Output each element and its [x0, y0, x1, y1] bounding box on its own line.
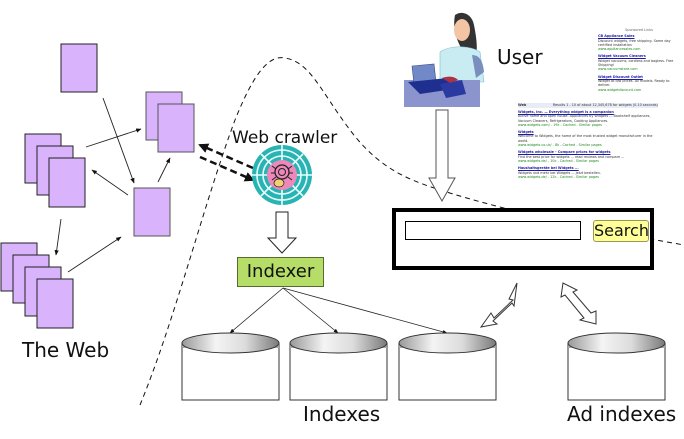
- crawl-arrow: [198, 143, 254, 170]
- link-arrow: [54, 218, 62, 256]
- search-result: Widgets, Inc. — Everything widget is a c…: [518, 110, 658, 127]
- results-header: Web Results 1 - 10 of about 12,345,678 f…: [518, 103, 658, 108]
- sponsored-ad: Widget Vacuum Cleaners Widget vacuums, c…: [598, 54, 680, 71]
- result-title[interactable]: Haushaltsgeräte bei Widgets ...: [518, 166, 579, 171]
- ad-title[interactable]: CB Appliance Sales: [598, 34, 635, 39]
- result-snippet: Active home and open house. Appliances b…: [518, 114, 651, 123]
- crawl-arrows: [198, 143, 255, 182]
- search-result: Widgets Welcome to Widgets, the home of …: [518, 130, 658, 147]
- search-button[interactable]: Search: [593, 220, 649, 242]
- result-url: www.widgets.co.uk/ - 8k - Cached - Simil…: [518, 143, 602, 148]
- user-label: User: [497, 45, 543, 69]
- search-to-ad-indexes-arrow: [560, 282, 597, 325]
- indexer-to-index-arrows: [229, 287, 448, 334]
- link-arrow: [157, 157, 171, 183]
- result-title[interactable]: Widgets wholesale - Compare prices for w…: [518, 150, 611, 155]
- ad-snippet: Widget at low prices. All models. Ready …: [598, 78, 670, 88]
- search-input[interactable]: [405, 221, 581, 240]
- results-header-right: Results 1 - 10 of about 12,345,678 for w…: [552, 103, 658, 107]
- user-at-laptop-illustration: [404, 12, 485, 107]
- sponsored-links-thumbnail: Sponsored Links CB Appliance Sales Disco…: [598, 28, 680, 100]
- web-page: [60, 43, 98, 93]
- crawl-arrow: [199, 155, 255, 182]
- ad-title[interactable]: Widget Vacuum Cleaners: [598, 54, 646, 59]
- index-cylinder: [398, 332, 497, 401]
- web-page: [36, 278, 74, 329]
- web-pages: [0, 43, 195, 329]
- result-snippet: Welcome to Widgets, the home of the most…: [518, 134, 653, 143]
- result-title[interactable]: Widgets, Inc. — Everything widget is a c…: [518, 110, 614, 114]
- web-crawler-label: Web crawler: [232, 128, 338, 148]
- result-url: www.widgets.de/ - 10k - Cached - Similar…: [518, 158, 599, 163]
- result-url: www.widgets.com/ - 19k - Cached - Simila…: [518, 122, 602, 127]
- link-arrow: [102, 97, 135, 184]
- link-arrow: [67, 236, 122, 273]
- index-cylinder: [181, 332, 280, 401]
- search-panel: Search: [392, 208, 654, 270]
- system-boundary-curve: [139, 57, 684, 406]
- index-cylinder: [289, 332, 388, 401]
- index-arrow: [229, 287, 284, 334]
- crawler-to-indexer-arrow: [266, 211, 298, 254]
- result-snippet: Find the best price for widgets ... read…: [518, 154, 625, 159]
- link-arrow: [91, 169, 129, 196]
- web-page: [157, 103, 195, 153]
- index-arrow: [282, 287, 448, 334]
- user-to-search-arrow: [428, 109, 456, 203]
- the-web-label: The Web: [22, 338, 110, 362]
- ad-snippet: Discount widgets, free shipping. Same da…: [598, 38, 671, 47]
- sponsored-ad: Widget Discount Outlet Widget at low pri…: [598, 75, 680, 92]
- result-title[interactable]: Widgets: [518, 130, 534, 135]
- ad-title[interactable]: Widget Discount Outlet: [598, 74, 643, 79]
- ad-snippet: Widget vacuums, cordless and bagless. Fr…: [598, 58, 674, 68]
- web-page: [48, 157, 86, 208]
- hyperlink-arrows: [54, 97, 171, 273]
- ad-url: www.widgetdiscount.com: [598, 87, 642, 92]
- ad-url: www.vacuumstore.com: [598, 67, 638, 72]
- results-header-left: Web: [518, 103, 527, 107]
- ad-indexes-label: Ad indexes: [567, 402, 677, 426]
- index-arrow: [282, 287, 339, 334]
- search-query-arrows: [479, 282, 597, 328]
- index-cylinders: [181, 332, 666, 401]
- ad-index-cylinder: [567, 332, 666, 401]
- search-to-indexes-arrow: [479, 282, 518, 328]
- link-arrow: [85, 128, 142, 148]
- sponsored-ad: CB Appliance Sales Discount widgets, fre…: [598, 34, 680, 51]
- result-snippet: Widgets und mehr bei Widgets ... Jetzt b…: [518, 170, 601, 175]
- indexer-box: Indexer: [237, 257, 324, 287]
- spider-web-icon: [252, 145, 312, 205]
- search-result: Widgets wholesale - Compare prices for w…: [518, 150, 658, 163]
- indexes-label: Indexes: [303, 402, 381, 426]
- web-page: [133, 187, 171, 237]
- search-results-thumbnail: Web Results 1 - 10 of about 12,345,678 f…: [518, 103, 658, 201]
- indexer-label: Indexer: [246, 261, 315, 282]
- ad-url: www.appliancesales.com: [598, 47, 641, 52]
- search-result: Haushaltsgeräte bei Widgets ... Widgets …: [518, 166, 658, 179]
- sponsored-header: Sponsored Links: [625, 28, 653, 32]
- result-url: www.widgets.de/ - 12k - Cached - Similar…: [518, 174, 599, 179]
